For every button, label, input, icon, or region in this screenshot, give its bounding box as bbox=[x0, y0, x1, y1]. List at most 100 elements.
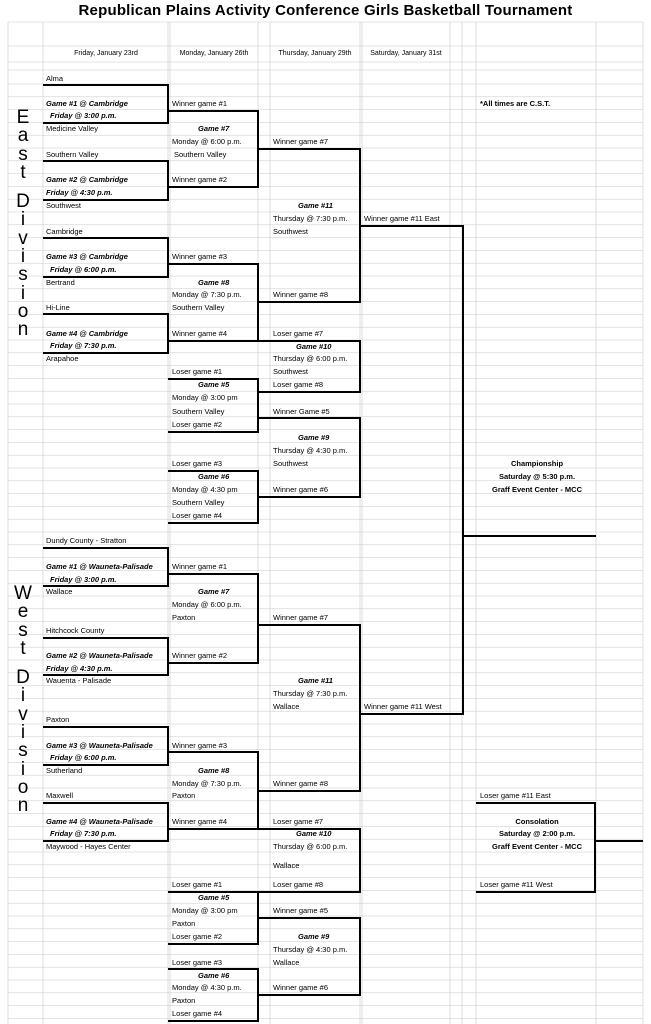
bracket-line bbox=[167, 802, 169, 842]
west-division-letter: v bbox=[18, 703, 28, 725]
east-division-letter: a bbox=[17, 125, 29, 147]
game-time: Monday @ 7:30 p.m. bbox=[172, 290, 242, 299]
bracket-line bbox=[168, 751, 259, 753]
bracket-line bbox=[167, 547, 169, 587]
team-slot: Winner game #1 bbox=[172, 562, 228, 571]
team-slot: Maxwell bbox=[46, 791, 74, 800]
bracket-line bbox=[168, 263, 259, 265]
bracket-line bbox=[258, 624, 361, 626]
bracket-line bbox=[258, 891, 361, 893]
team-slot: Winner game #8 bbox=[273, 779, 329, 788]
team-slot: Southern Valley bbox=[46, 150, 99, 159]
team-slot: Paxton bbox=[172, 613, 196, 622]
team-slot: Winner game #3 bbox=[172, 252, 228, 261]
team-slot: Winner game #4 bbox=[172, 817, 228, 826]
game-label: Game #7 bbox=[198, 587, 230, 596]
west-division-letter: W bbox=[14, 583, 32, 604]
east-division-letter: n bbox=[17, 319, 29, 341]
game-time: Friday @ 4:30 p.m. bbox=[46, 664, 113, 673]
game-time: Friday @ 7:30 p.m. bbox=[50, 341, 117, 350]
team-slot: Arapahoe bbox=[46, 354, 79, 363]
bracket-line bbox=[476, 802, 596, 804]
game-label: Game #2 @ Cambridge bbox=[46, 175, 128, 184]
west-division-letter: i bbox=[20, 722, 26, 744]
team-slot: Loser game #11 West bbox=[480, 880, 553, 889]
team-slot: Bertrand bbox=[46, 278, 75, 287]
game-time: Friday @ 4:30 p.m. bbox=[46, 188, 113, 197]
game-label: Game #1 @ Cambridge bbox=[46, 99, 128, 108]
page-title: Republican Plains Activity Conference Gi… bbox=[78, 2, 573, 19]
west-division-letter: n bbox=[17, 795, 29, 817]
bracket-line bbox=[258, 828, 361, 830]
game-label: Game #6 bbox=[198, 472, 230, 481]
bracket-line bbox=[258, 301, 361, 303]
bracket-line bbox=[167, 160, 169, 201]
team-slot: Winner game #7 bbox=[273, 137, 329, 146]
team-slot: Southwest bbox=[273, 227, 309, 236]
team-slot: Loser game #3 bbox=[172, 459, 223, 468]
bracket-line bbox=[43, 313, 169, 315]
game-time: Thursday @ 7:30 p.m. bbox=[273, 689, 348, 698]
team-slot: Wallace bbox=[46, 587, 73, 596]
bracket-line bbox=[360, 713, 464, 715]
east-division-letter: i bbox=[20, 282, 26, 304]
team-slot: Loser game #4 bbox=[172, 1009, 223, 1018]
game-time: Monday @ 7:30 p.m. bbox=[172, 779, 242, 788]
bracket-line bbox=[258, 790, 361, 792]
championship-venue: Graff Event Center - MCC bbox=[491, 485, 582, 494]
team-slot: Southwest bbox=[273, 459, 309, 468]
bracket-line bbox=[168, 968, 259, 970]
bracket-line bbox=[43, 585, 169, 587]
header-thursday: Thursday, January 29th bbox=[278, 50, 352, 57]
team-slot: Winner Game #5 bbox=[273, 407, 330, 416]
team-slot: Hitchcock County bbox=[46, 626, 105, 635]
bracket-line bbox=[168, 828, 259, 830]
game-label: Game #5 bbox=[198, 893, 230, 902]
team-slot: Winner game #8 bbox=[273, 290, 329, 299]
team-slot: Southern Valley bbox=[172, 498, 225, 507]
game-time: Friday @ 7:30 p.m. bbox=[50, 829, 117, 838]
game-time: Thursday @ 4:30 p.m. bbox=[273, 446, 348, 455]
game-label: Game #11 bbox=[298, 676, 333, 685]
bracket-line bbox=[43, 276, 169, 278]
game-time: Thursday @ 7:30 p.m. bbox=[273, 214, 348, 223]
west-division-letter: s bbox=[18, 619, 28, 641]
team-slot: Sutherland bbox=[46, 766, 83, 775]
game-label: Game #6 bbox=[198, 971, 230, 980]
bracket-line bbox=[359, 417, 361, 498]
bracket-line bbox=[43, 674, 169, 676]
header-monday: Monday, January 26th bbox=[179, 50, 249, 57]
bracket-line bbox=[168, 943, 259, 945]
game-label: Game #8 bbox=[198, 278, 230, 287]
game-label: Game #5 bbox=[198, 380, 230, 389]
bracket-line bbox=[168, 378, 259, 380]
team-slot: Loser game #7 bbox=[273, 817, 324, 826]
team-slot: Winner game #2 bbox=[172, 175, 228, 184]
bracket-line bbox=[43, 726, 169, 728]
game-label: Game #10 bbox=[296, 342, 332, 351]
game-time: Thursday @ 6:00 p.m. bbox=[273, 354, 348, 363]
bracket-line bbox=[594, 802, 596, 893]
east-division-letter: s bbox=[18, 264, 28, 286]
game-label: Game #7 bbox=[198, 124, 230, 133]
east-division-letter: i bbox=[20, 209, 26, 231]
bracket-line bbox=[168, 340, 259, 342]
west-division-letter: D bbox=[16, 667, 30, 689]
bracket-line bbox=[168, 522, 259, 524]
bracket-line bbox=[258, 917, 361, 919]
east-division-letter: o bbox=[17, 300, 29, 322]
team-slot: Loser game #1 bbox=[172, 880, 223, 889]
bracket-line bbox=[258, 496, 361, 498]
bracket-line bbox=[359, 828, 361, 893]
team-slot: Southern Valley bbox=[174, 150, 227, 159]
bracket-line bbox=[43, 802, 169, 804]
bracket-line bbox=[258, 994, 361, 996]
bracket-line bbox=[168, 186, 259, 188]
team-slot: Winner game #7 bbox=[273, 613, 329, 622]
game-time: Monday @ 3:00 pm bbox=[172, 393, 238, 402]
bracket-line bbox=[257, 573, 259, 664]
game-label: Game #4 @ Cambridge bbox=[46, 329, 128, 338]
bracket-line bbox=[167, 726, 169, 766]
team-slot: Loser game #2 bbox=[172, 420, 223, 429]
bracket-line bbox=[43, 160, 169, 162]
